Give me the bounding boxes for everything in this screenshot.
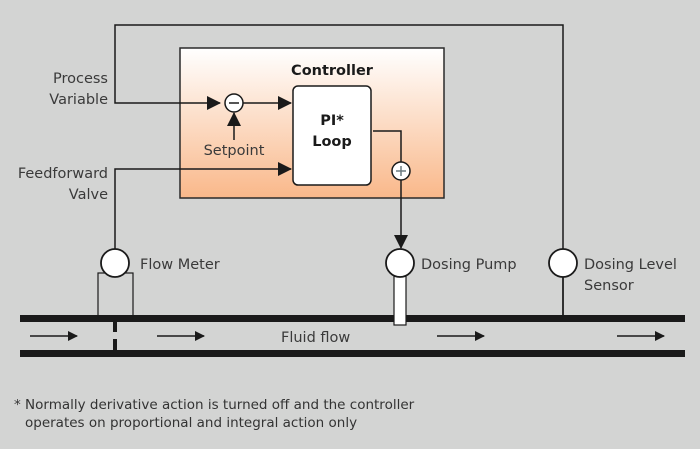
flow-meter-housing: [97, 272, 134, 317]
flow-meter-orifice-bottom: [113, 339, 117, 351]
process-variable-label-line2: Variable: [49, 92, 108, 108]
controller-title: Controller: [291, 63, 374, 79]
flow-meter-label: Flow Meter: [140, 257, 220, 273]
pi-loop-block: [292, 85, 372, 186]
controller-output-line: [373, 130, 402, 162]
feedforward-label-line1: Feedforward: [18, 166, 108, 182]
pi-loop-label-line1: PI*: [320, 113, 344, 129]
feedforward-signal-line: [114, 162, 292, 255]
dosing-level-sensor-icon: [548, 248, 578, 278]
dosing-pump-injector: [393, 275, 407, 326]
fluid-flow-label: Fluid flow: [281, 330, 350, 346]
pipe-top-wall: [20, 315, 685, 322]
flow-meter-icon: [100, 248, 130, 278]
dosing-level-sensor-label-line2: Sensor: [584, 278, 634, 294]
footnote-line1: * Normally derivative action is turned o…: [14, 397, 415, 413]
setpoint-label: Setpoint: [204, 143, 265, 159]
dosing-level-sensor-label-line1: Dosing Level: [584, 257, 677, 273]
process-variable-label-line1: Process: [53, 71, 108, 87]
dosing-pump-icon: [385, 248, 415, 278]
process-variable-signal-line: [114, 24, 564, 318]
flow-meter-orifice-top: [113, 322, 117, 332]
pi-loop-label-line2: Loop: [312, 134, 352, 150]
pipe-bottom-wall: [20, 350, 685, 357]
footnote-line2: operates on proportional and integral ac…: [25, 415, 357, 431]
feedforward-label-line2: Valve: [69, 187, 108, 203]
dosing-pump-label: Dosing Pump: [421, 257, 517, 273]
